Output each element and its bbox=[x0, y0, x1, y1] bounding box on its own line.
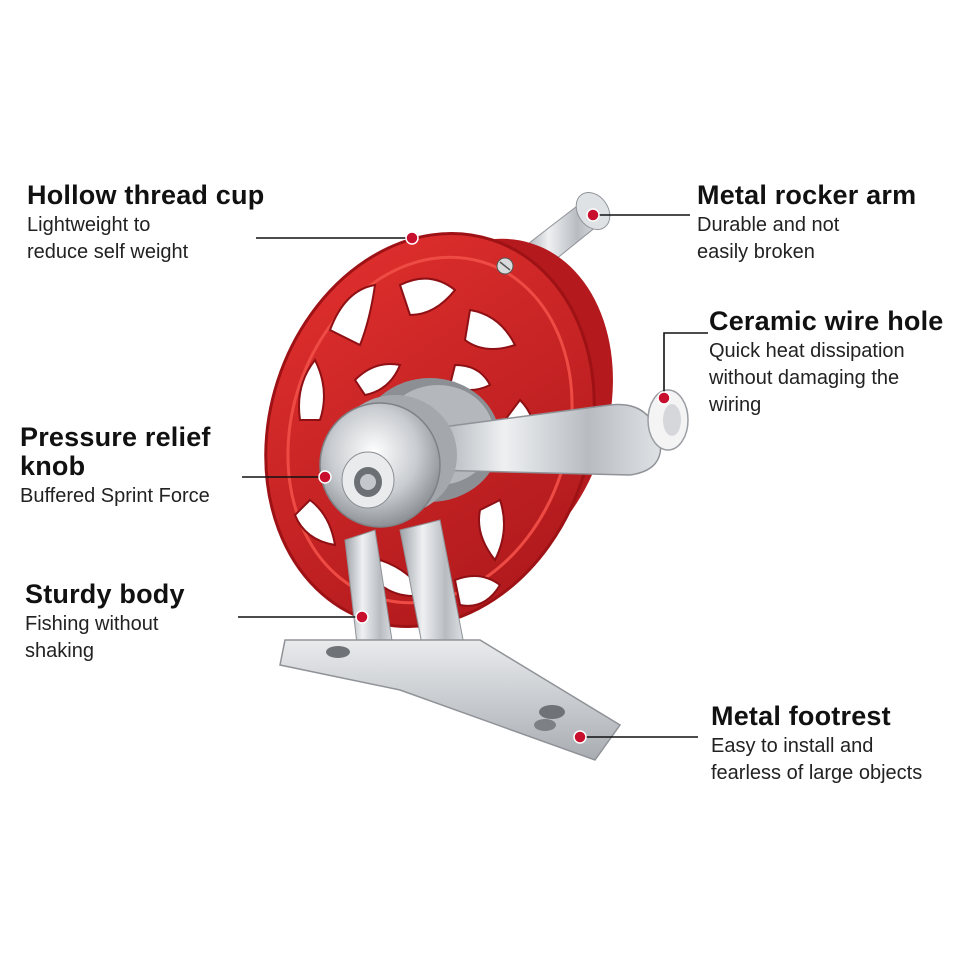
callout-title: Metal footrest bbox=[711, 701, 891, 731]
callout-title: Hollow thread cup bbox=[27, 180, 265, 210]
marker-dot-sturdy-body bbox=[355, 610, 369, 624]
callout-title: Metal rocker arm bbox=[697, 180, 917, 210]
callout-metal-rocker-arm: Metal rocker arm Durable and not easily … bbox=[697, 181, 916, 266]
callout-description: Quick heat dissipation without damaging … bbox=[709, 340, 905, 416]
callout-leader-lines bbox=[238, 208, 708, 744]
callout-title: Pressure relief knob bbox=[20, 422, 211, 481]
callout-description: Durable and not easily broken bbox=[697, 214, 840, 263]
callout-sturdy-body: Sturdy body Fishing without shaking bbox=[25, 580, 185, 665]
callout-metal-footrest: Metal footrest Easy to install and fearl… bbox=[711, 702, 922, 787]
pressure-relief-knob bbox=[319, 395, 457, 528]
callout-description: Buffered Sprint Force bbox=[20, 485, 210, 507]
callout-description: Lightweight to reduce self weight bbox=[27, 214, 189, 263]
leader-line-ceramic-wire-hole bbox=[663, 332, 708, 398]
callout-description: Easy to install and fearless of large ob… bbox=[711, 735, 923, 784]
marker-dot-metal-rocker-arm bbox=[586, 208, 600, 222]
callout-description: Fishing without shaking bbox=[25, 613, 159, 662]
callout-pressure-relief-knob: Pressure relief knob Buffered Sprint For… bbox=[20, 423, 211, 510]
ceramic-wire-hole bbox=[647, 389, 689, 451]
marker-dot-ceramic-wire-hole bbox=[657, 391, 671, 405]
callout-title: Sturdy body bbox=[25, 579, 185, 609]
marker-dot-metal-footrest bbox=[573, 730, 587, 744]
callout-title: Ceramic wire hole bbox=[709, 306, 944, 336]
callout-hollow-thread-cup: Hollow thread cup Lightweight to reduce … bbox=[27, 181, 264, 266]
callout-ceramic-wire-hole: Ceramic wire hole Quick heat dissipation… bbox=[709, 307, 944, 419]
marker-dot-hollow-thread-cup bbox=[405, 231, 419, 245]
metal-footrest bbox=[279, 639, 622, 761]
marker-dot-pressure-relief-knob bbox=[318, 470, 332, 484]
